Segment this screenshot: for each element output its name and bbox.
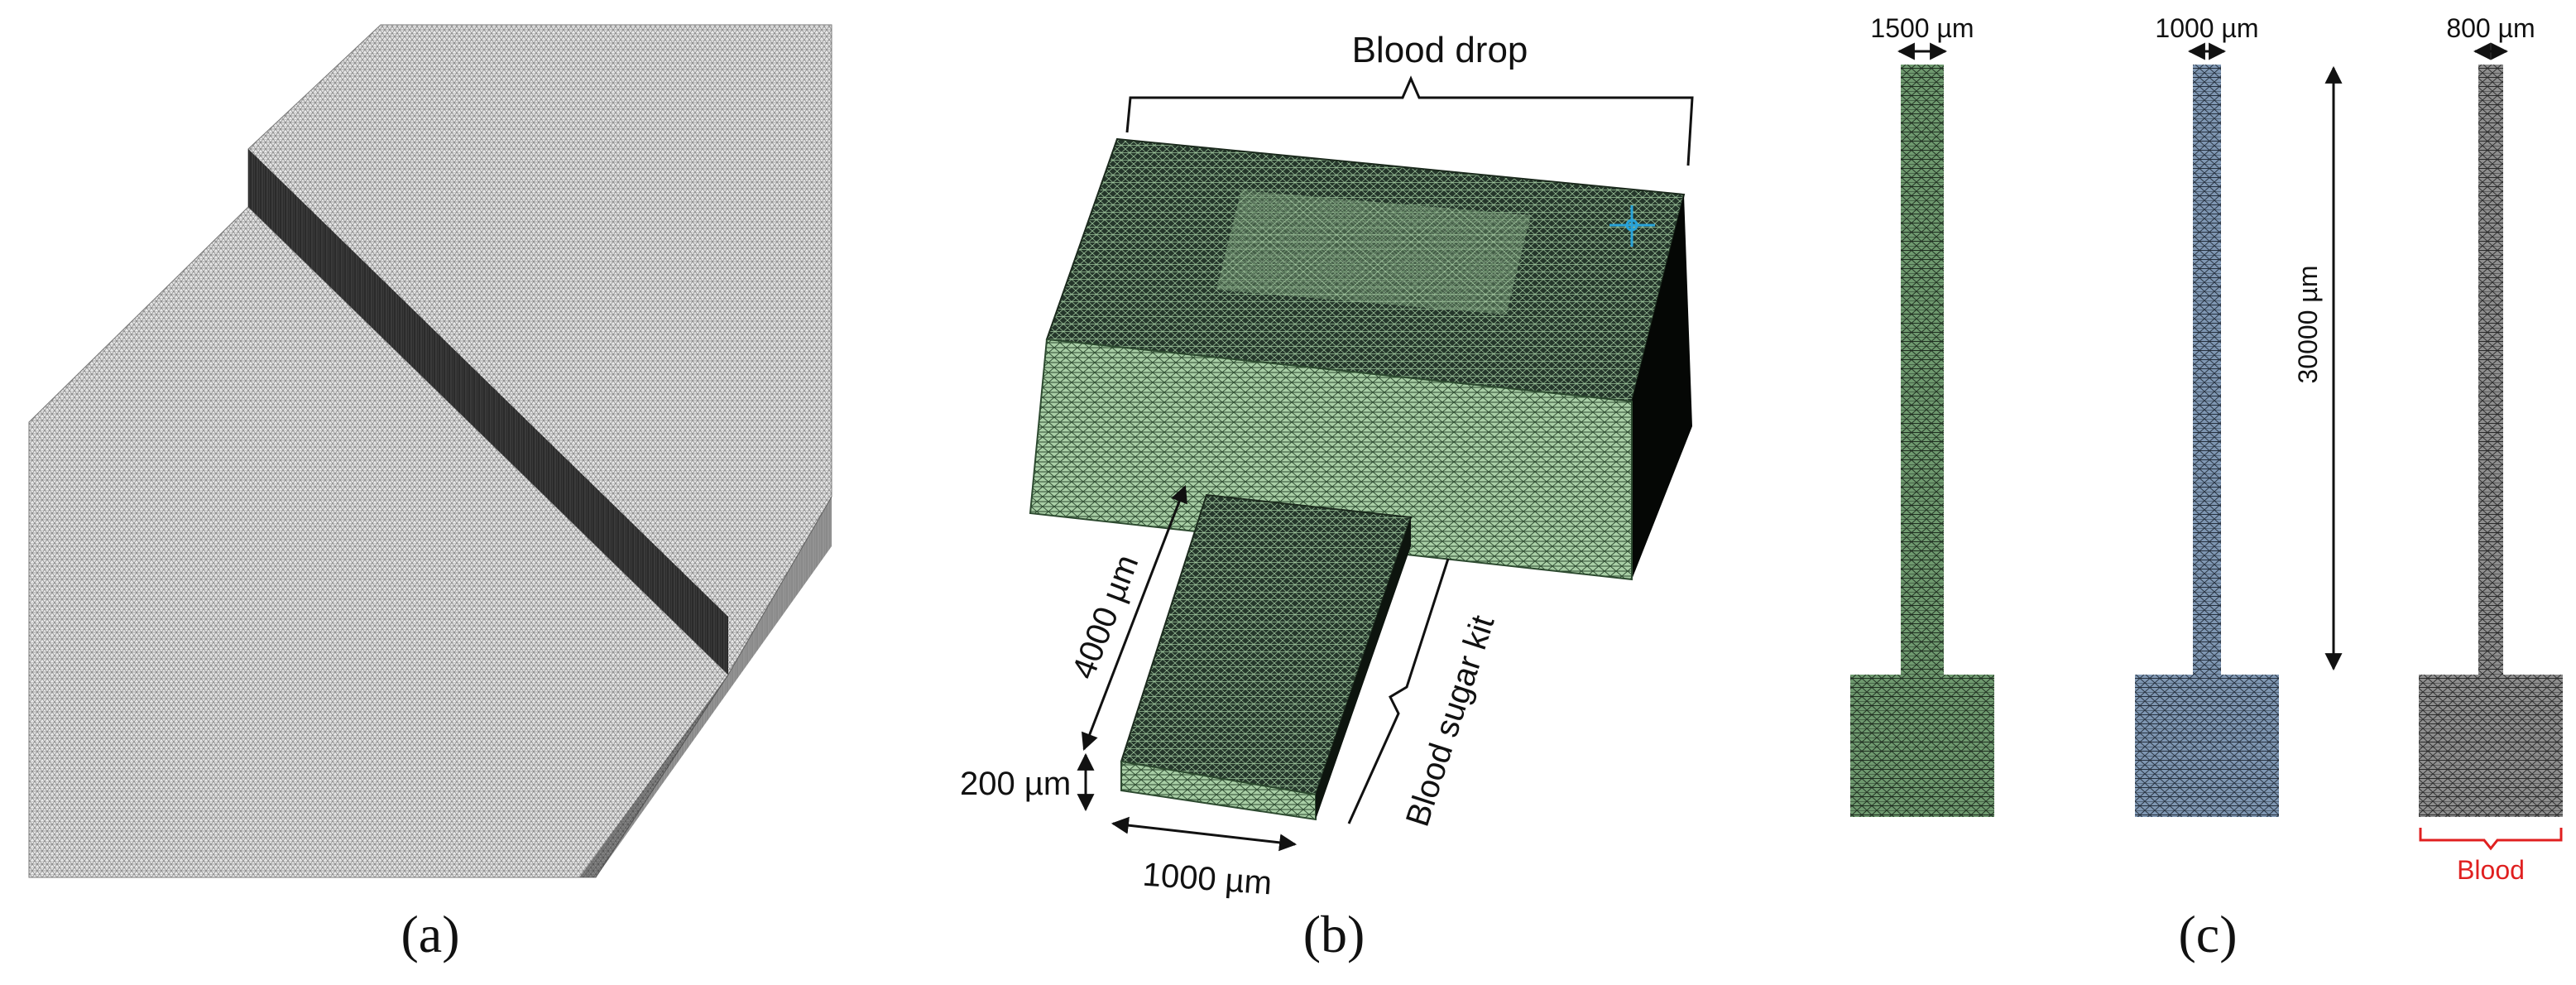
strip-800-channel (2478, 65, 2503, 677)
panel-c: 1500 µm 1000 µm 30000 µm 800 µm Blood (c… (1850, 13, 2563, 963)
width-1000-label: 1000 µm (2155, 13, 2258, 43)
strip-1500-pad (1850, 675, 1994, 817)
panel-a: (a) (28, 24, 832, 963)
mesh-a-groove-wall (248, 149, 728, 675)
blood-label: Blood (2457, 855, 2525, 885)
length-30000-label: 30000 µm (2293, 266, 2323, 384)
blood-drop-brace (1125, 75, 1694, 166)
panel-b: Blood drop 4000 µm 200 µm 1000 µm Blood … (960, 30, 1694, 963)
width-1500-label: 1500 µm (1870, 13, 1974, 43)
blood-drop-label: Blood drop (1352, 30, 1528, 70)
blood-sugar-kit-side-face (1316, 517, 1411, 819)
width-800-label: 800 µm (2446, 13, 2535, 43)
width-label: 1000 µm (1141, 857, 1273, 902)
strip-800-pad (2419, 675, 2563, 817)
blood-sugar-kit-label: Blood sugar kit (1399, 611, 1502, 830)
blood-sugar-kit-brace (1347, 558, 1450, 824)
strip-1000-pad (2135, 675, 2279, 817)
thickness-label: 200 µm (960, 766, 1071, 802)
blood-bracket (2419, 828, 2563, 851)
strip-1500-channel (1901, 65, 1944, 677)
panel-c-label: (c) (2178, 905, 2237, 963)
blood-drop-side-face (1632, 195, 1692, 579)
channel-length-arrow (1081, 485, 1188, 751)
strip-1000-channel (2193, 65, 2221, 677)
width-arrow (1111, 816, 1298, 852)
panel-a-label: (a) (401, 905, 459, 963)
cursor-crosshair-icon (1609, 205, 1655, 247)
blood-drop-top-highlight (1216, 190, 1531, 315)
panel-b-label: (b) (1303, 905, 1365, 963)
